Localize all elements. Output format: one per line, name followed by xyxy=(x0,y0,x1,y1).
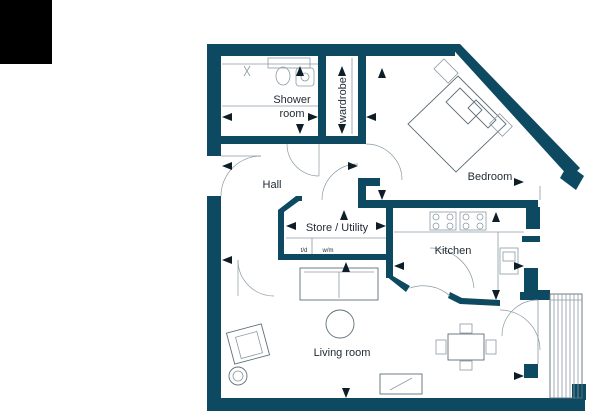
store-utility-label: Store / Utility xyxy=(306,222,369,234)
balcony xyxy=(549,293,583,399)
hall-label: Hall xyxy=(263,179,282,191)
bedroom-fixtures xyxy=(407,58,541,200)
room-labels: Shower room wardrobe Bedroom Hall Store … xyxy=(263,77,513,359)
shower-fixtures xyxy=(222,57,318,107)
washing-machine-label: w/m xyxy=(322,248,334,254)
bedroom-label: Bedroom xyxy=(468,171,513,183)
interior-walls xyxy=(207,56,538,306)
living-fixtures xyxy=(225,267,539,395)
outer-walls xyxy=(207,44,586,411)
kitchen-fixtures xyxy=(394,211,524,292)
shower-room-label-line2: room xyxy=(279,108,304,120)
shower-room-label-line1: Shower xyxy=(273,94,311,106)
kitchen-label: Kitchen xyxy=(435,245,472,257)
measurement-arrow-icon xyxy=(222,66,524,398)
living-room-label: Living room xyxy=(314,347,371,359)
corner-block xyxy=(0,0,52,64)
door-arcs xyxy=(220,143,541,351)
wardrobe-label: wardrobe xyxy=(337,77,349,124)
tumble-dryer-label: t/d xyxy=(301,248,308,254)
utility-fixtures xyxy=(286,237,386,254)
